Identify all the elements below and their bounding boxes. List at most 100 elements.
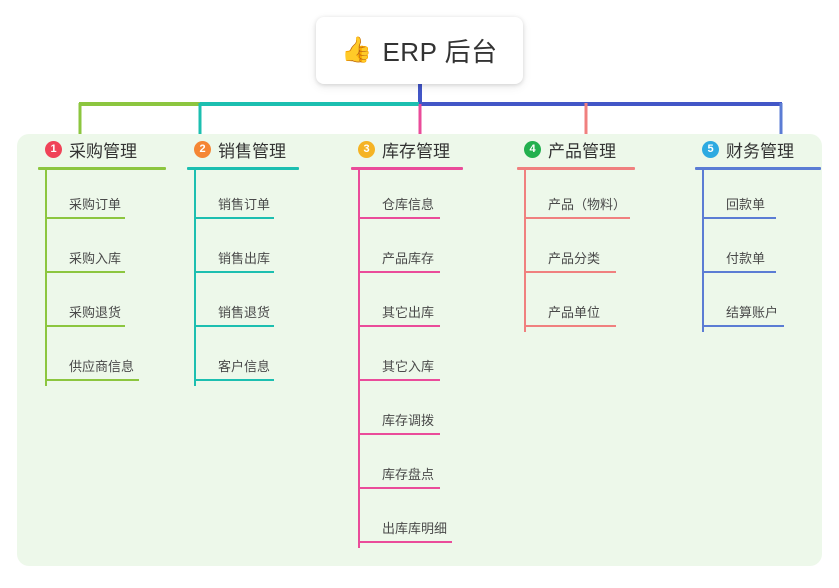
leaf-rule — [47, 217, 125, 219]
branch-header-5[interactable]: 5 财务管理 — [695, 134, 821, 164]
branch-header-rule — [517, 167, 635, 170]
leaf-label: 销售订单 — [218, 197, 271, 212]
branch-header-4[interactable]: 4 产品管理 — [517, 134, 635, 164]
leaf-item[interactable]: 客户信息 — [194, 332, 299, 386]
leaf-label: 产品分类 — [548, 251, 601, 266]
leaf-rule — [704, 325, 784, 327]
leaf-label: 其它入库 — [382, 359, 435, 374]
leaf-rule — [196, 271, 274, 273]
branch-number-badge: 1 — [45, 140, 62, 158]
leaf-item[interactable]: 其它出库 — [358, 278, 463, 332]
leaf-label: 产品库存 — [382, 251, 435, 266]
leaf-label: 付款单 — [726, 251, 766, 266]
leaf-item[interactable]: 回款单 — [702, 170, 821, 224]
branch-spine — [45, 170, 47, 386]
branch-spine — [194, 170, 196, 386]
branch-spine — [524, 170, 526, 332]
leaf-rule — [47, 325, 125, 327]
branch-header-2[interactable]: 2 销售管理 — [187, 134, 299, 164]
leaf-label: 库存盘点 — [382, 467, 435, 482]
leaf-rule — [526, 325, 616, 327]
leaf-rule — [526, 271, 616, 273]
leaf-label: 采购入库 — [69, 251, 122, 266]
leaf-label: 销售出库 — [218, 251, 271, 266]
leaf-item[interactable]: 销售退货 — [194, 278, 299, 332]
branch-leaf-list: 产品（物料） 产品分类产品单位 — [517, 170, 635, 332]
branch-number-badge: 2 — [194, 140, 211, 158]
branch-number-badge: 5 — [702, 140, 719, 158]
leaf-item[interactable]: 库存盘点 — [358, 440, 463, 494]
branch-number-badge: 4 — [524, 140, 541, 158]
leaf-rule — [360, 433, 440, 435]
leaf-label: 出库库明细 — [382, 521, 448, 536]
branch-column-1: 1 采购管理采购订单采购入库采购退货供应商信息 — [38, 134, 166, 386]
leaf-item[interactable]: 采购入库 — [45, 224, 166, 278]
root-node-card[interactable]: 👍 ERP 后台 — [316, 17, 523, 84]
leaf-rule — [526, 217, 630, 219]
leaf-item[interactable]: 其它入库 — [358, 332, 463, 386]
branch-header-rule — [187, 167, 299, 170]
branch-leaf-list: 仓库信息产品库存其它出库其它入库库存调拨库存盘点出库库明细 — [351, 170, 463, 548]
branch-header-rule — [351, 167, 463, 170]
leaf-rule — [360, 379, 440, 381]
leaf-rule — [196, 217, 274, 219]
branch-header-rule — [695, 167, 821, 170]
leaf-rule — [360, 271, 440, 273]
leaf-item[interactable]: 库存调拨 — [358, 386, 463, 440]
leaf-item[interactable]: 产品分类 — [524, 224, 635, 278]
branch-header-1[interactable]: 1 采购管理 — [38, 134, 166, 164]
leaf-label: 产品（物料） — [548, 197, 627, 212]
branch-spine — [358, 170, 360, 548]
leaf-item[interactable]: 仓库信息 — [358, 170, 463, 224]
leaf-item[interactable]: 销售订单 — [194, 170, 299, 224]
leaf-item[interactable]: 采购退货 — [45, 278, 166, 332]
leaf-rule — [360, 325, 440, 327]
branch-leaf-list: 回款单付款单结算账户 — [695, 170, 821, 332]
leaf-label: 结算账户 — [726, 305, 779, 320]
branches-panel: 1 采购管理采购订单采购入库采购退货供应商信息 2 销售管理销售订单销售出库销售退货客… — [17, 134, 822, 566]
leaf-label: 库存调拨 — [382, 413, 435, 428]
thumbs-up-icon: 👍 — [341, 36, 373, 64]
branch-title: 销售管理 — [218, 141, 286, 161]
leaf-item[interactable]: 产品（物料） — [524, 170, 635, 224]
leaf-rule — [196, 379, 274, 381]
leaf-label: 回款单 — [726, 197, 766, 212]
leaf-item[interactable]: 销售出库 — [194, 224, 299, 278]
leaf-rule — [47, 271, 125, 273]
leaf-rule — [47, 379, 139, 381]
leaf-item[interactable]: 结算账户 — [702, 278, 821, 332]
leaf-rule — [360, 487, 440, 489]
leaf-item[interactable]: 产品单位 — [524, 278, 635, 332]
leaf-rule — [360, 541, 452, 543]
branch-title: 产品管理 — [548, 141, 616, 161]
leaf-item[interactable]: 出库库明细 — [358, 494, 463, 548]
leaf-rule — [704, 271, 776, 273]
leaf-rule — [196, 325, 274, 327]
leaf-item[interactable]: 供应商信息 — [45, 332, 166, 386]
leaf-item[interactable]: 产品库存 — [358, 224, 463, 278]
leaf-rule — [360, 217, 440, 219]
branch-column-2: 2 销售管理销售订单销售出库销售退货客户信息 — [187, 134, 299, 386]
branch-column-5: 5 财务管理回款单付款单结算账户 — [695, 134, 821, 332]
leaf-label: 供应商信息 — [69, 359, 135, 374]
branch-header-rule — [38, 167, 166, 170]
leaf-label: 产品单位 — [548, 305, 601, 320]
branch-leaf-list: 销售订单销售出库销售退货客户信息 — [187, 170, 299, 386]
leaf-item[interactable]: 采购订单 — [45, 170, 166, 224]
branch-number-badge: 3 — [358, 140, 375, 158]
leaf-label: 客户信息 — [218, 359, 271, 374]
root-title: ERP 后台 — [382, 37, 498, 67]
branch-column-4: 4 产品管理产品（物料） 产品分类产品单位 — [517, 134, 635, 332]
branch-title: 财务管理 — [726, 141, 794, 161]
leaf-label: 采购订单 — [69, 197, 122, 212]
leaf-label: 销售退货 — [218, 305, 271, 320]
leaf-label: 仓库信息 — [382, 197, 435, 212]
leaf-rule — [704, 217, 776, 219]
leaf-label: 采购退货 — [69, 305, 122, 320]
leaf-item[interactable]: 付款单 — [702, 224, 821, 278]
leaf-label: 其它出库 — [382, 305, 435, 320]
branch-title: 采购管理 — [69, 141, 137, 161]
